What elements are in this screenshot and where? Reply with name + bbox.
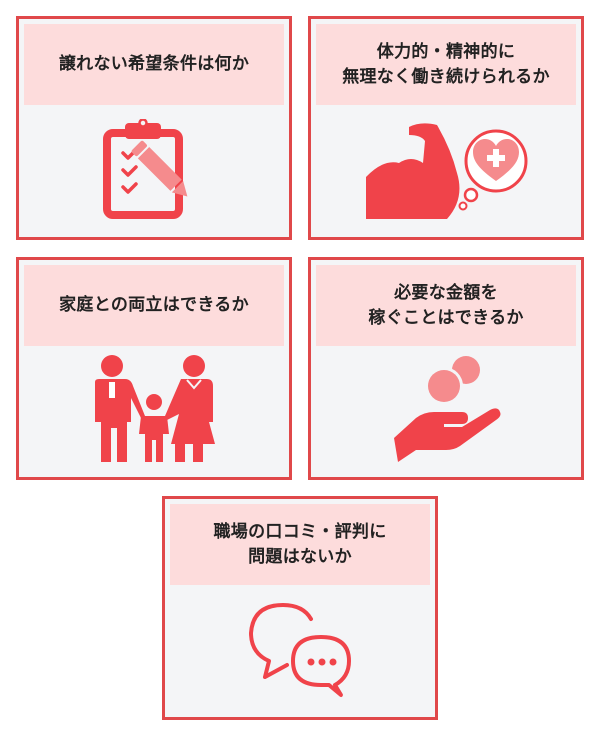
card-illustration <box>24 346 284 472</box>
card-illustration <box>316 346 576 472</box>
card-illustration <box>170 585 430 712</box>
speech-bubbles-icon <box>249 602 351 697</box>
card-work-family-balance: 家庭との両立はできるか <box>16 257 292 480</box>
flexed-arm-heart-thought-icon <box>366 122 528 219</box>
family-holding-hands-icon <box>95 355 215 462</box>
clipboard-checklist-pencil-icon <box>103 118 188 219</box>
card-workplace-reputation: 職場の口コミ・評判に 問題はないか <box>162 496 438 720</box>
card-title: 職場の口コミ・評判に 問題はないか <box>170 504 430 585</box>
card-title: 必要な金額を 稼ぐことはできるか <box>316 265 576 346</box>
card-illustration <box>24 105 284 232</box>
card-title: 家庭との両立はできるか <box>24 265 284 346</box>
card-earn-needed-income: 必要な金額を 稼ぐことはできるか <box>308 257 584 480</box>
hand-receiving-coins-icon <box>394 356 501 462</box>
card-illustration <box>316 105 576 232</box>
card-title: 体力的・精神的に 無理なく働き続けられるか <box>316 24 576 105</box>
card-physical-mental-sustainability: 体力的・精神的に 無理なく働き続けられるか <box>308 16 584 240</box>
card-desired-conditions: 譲れない希望条件は何か <box>16 16 292 240</box>
card-title: 譲れない希望条件は何か <box>24 24 284 105</box>
